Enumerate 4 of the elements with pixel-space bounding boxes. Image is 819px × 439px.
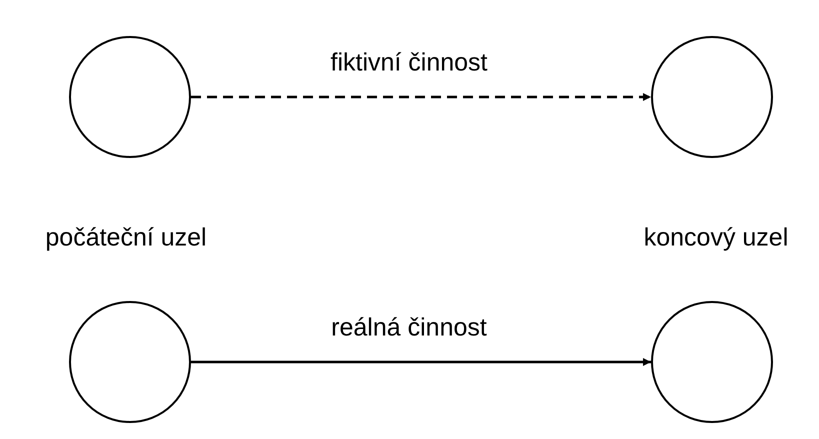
arrow xyxy=(191,358,651,366)
arrow xyxy=(191,93,651,101)
node-label: počáteční uzel xyxy=(45,224,207,252)
node-label: koncový uzel xyxy=(644,224,788,252)
